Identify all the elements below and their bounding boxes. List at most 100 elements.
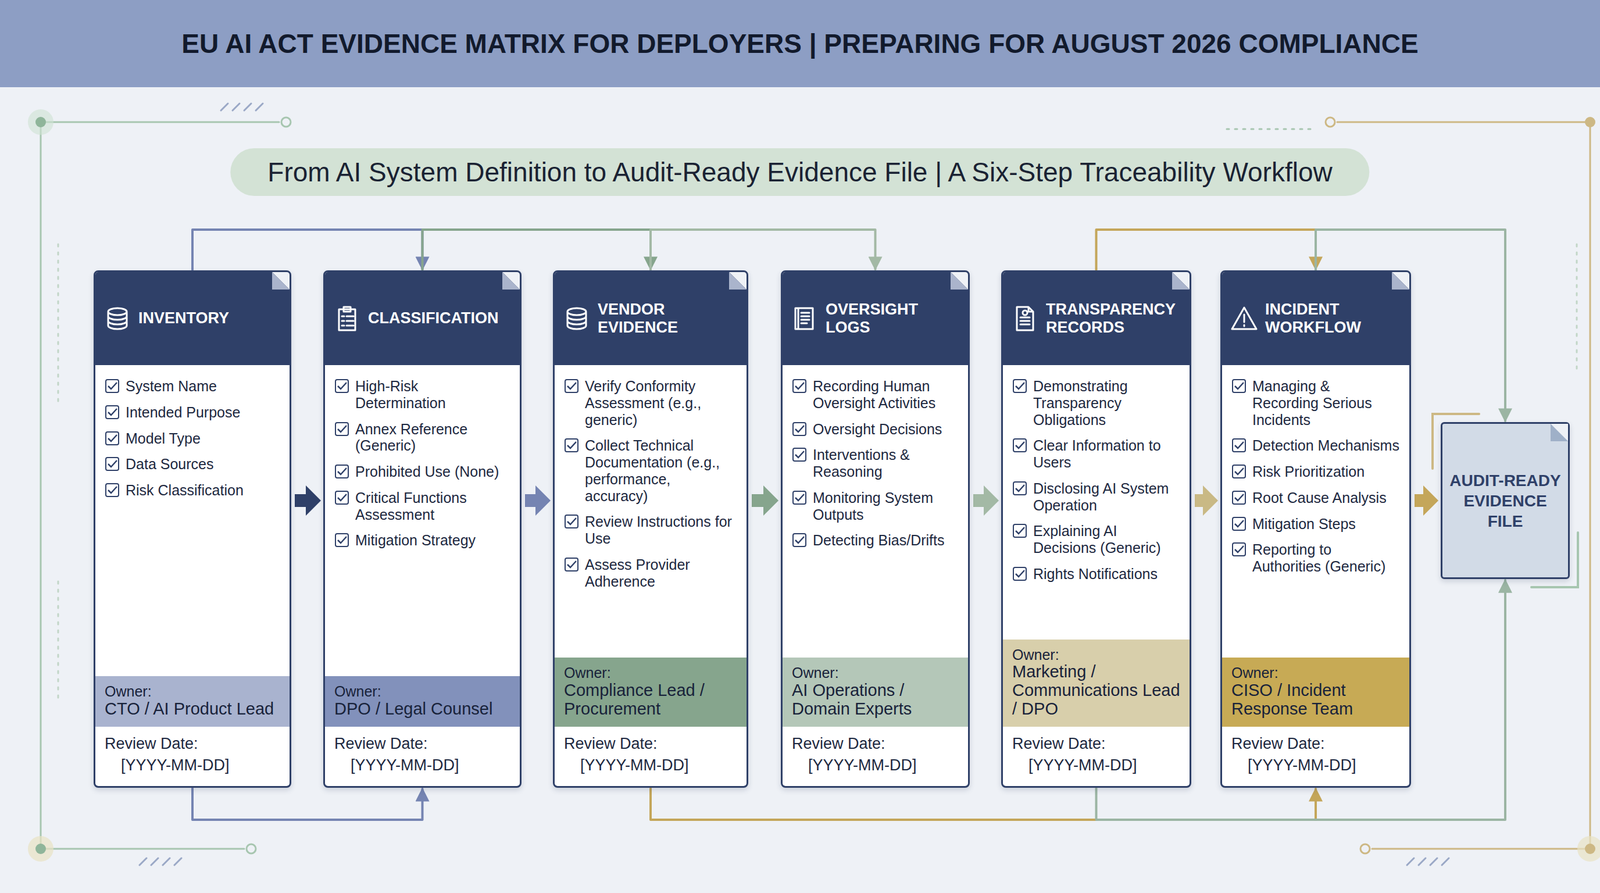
checkbox-icon — [334, 421, 350, 437]
checklist-item: Critical Functions Assessment — [334, 489, 511, 524]
owner-text: Owner: — [1012, 646, 1181, 664]
evidence-card: CLASSIFICATION High-Risk DeterminationAnn… — [323, 270, 522, 788]
checklist-item: Mitigation Strategy — [334, 531, 511, 549]
checkbox-icon — [334, 378, 350, 394]
item-text: Managing & Recording Serious Incidents — [1252, 377, 1400, 428]
card-header: OVERSIGHT LOGS — [782, 272, 969, 366]
owner-band: Owner:Marketing / Communications Lead / … — [1002, 639, 1190, 727]
checkbox-icon — [791, 447, 807, 463]
trace-line — [650, 229, 876, 270]
checkbox-icon — [334, 532, 350, 548]
header-icon — [333, 304, 362, 333]
folded-corner — [1172, 272, 1190, 290]
owner-text: Owner: — [791, 664, 959, 682]
owner-slot: Owner:CTO / AI Product Lead — [95, 676, 290, 727]
checklist: Recording Human Oversight ActivitiesOver… — [782, 365, 969, 658]
card-header: VENDOR EVIDENCE — [554, 272, 747, 366]
item-text: Review Instructions for Use — [584, 513, 738, 548]
folded-corner — [272, 272, 290, 290]
checkbox-icon — [1231, 516, 1247, 532]
item-text: Risk Classification — [125, 481, 244, 499]
review-text: [YYYY-MM-DD] — [334, 756, 511, 775]
title-band: EU AI ACT EVIDENCE MATRIX FOR DEPLOYERS … — [0, 0, 1600, 88]
owner-slot: Owner:DPO / Legal Counsel — [325, 676, 520, 727]
item-text: Detecting Bias/Drifts — [812, 531, 945, 549]
checkbox-icon — [1012, 523, 1028, 539]
card-title: CLASSIFICATION — [368, 309, 512, 328]
owner-text: Compliance Lead / Procurement — [563, 681, 738, 719]
owner-slot: Owner:AI Operations / Domain Experts — [782, 657, 969, 727]
subtitle-text: From AI System Definition to Audit-Ready… — [267, 156, 1332, 188]
checklist-item: Recording Human Oversight Activities — [791, 377, 959, 412]
evidence-card: INCIDENT WORKFLOW Managing & Recording Se… — [1220, 270, 1412, 788]
owner-band: Owner:CISO / Incident Response Team — [1222, 657, 1410, 727]
checklist-item: Demonstrating Transparency Obligations — [1012, 377, 1181, 428]
checkbox-icon — [1012, 566, 1028, 582]
checkbox-icon — [1231, 378, 1247, 394]
checkbox-icon — [104, 404, 120, 420]
checkbox-icon — [563, 378, 580, 394]
item-text: Clear Information to Users — [1033, 437, 1181, 471]
checklist-item: Collect Technical Documentation (e.g., p… — [563, 437, 738, 505]
checklist-item: Explaining AI Decisions (Generic) — [1012, 522, 1181, 557]
evidence-card: OVERSIGHT LOGSRecording Human Oversight … — [780, 270, 970, 788]
checkbox-icon — [1012, 480, 1028, 496]
review-area: Review Date:[YYYY-MM-DD] — [554, 726, 747, 787]
item-text: Mitigation Strategy — [355, 531, 476, 549]
card-title: INCIDENT WORKFLOW — [1265, 300, 1402, 337]
trace-line — [650, 788, 1316, 820]
review-text: Review Date: — [791, 734, 959, 753]
item-text: Critical Functions Assessment — [355, 489, 511, 524]
checklist-item: Rights Notifications — [1012, 565, 1181, 583]
card-title: INVENTORY — [138, 309, 282, 328]
checkbox-icon — [1231, 463, 1247, 480]
review-text: [YYYY-MM-DD] — [104, 756, 281, 775]
folded-corner — [950, 272, 969, 290]
card-header: CLASSIFICATION — [325, 272, 520, 366]
folded-corner — [1550, 423, 1569, 442]
review-area: Review Date: [YYYY-MM-DD] — [95, 726, 290, 787]
checklist-item: Verify Conformity Assessment (e.g., gene… — [563, 377, 738, 428]
checkbox-icon — [791, 532, 807, 548]
review-text: Review Date: — [104, 734, 281, 753]
trace-line — [192, 229, 423, 270]
item-text: Reporting to Authorities (Generic) — [1252, 541, 1400, 575]
checkbox-icon — [104, 456, 120, 472]
review-text: Review Date: — [1231, 734, 1400, 753]
checklist-item: System Name — [104, 377, 281, 395]
card-title: VENDOR EVIDENCE — [597, 300, 739, 337]
review-area: Review Date:[YYYY-MM-DD] — [782, 726, 969, 787]
checkbox-icon — [104, 378, 120, 394]
item-text: Explaining AI Decisions (Generic) — [1033, 522, 1181, 557]
checklist: Verify Conformity Assessment (e.g., gene… — [554, 365, 747, 658]
owner-text: Owner: — [104, 683, 281, 700]
review-area: Review Date: [YYYY-MM-DD] — [1222, 726, 1410, 787]
item-text: Recording Human Oversight Activities — [812, 377, 959, 412]
owner-text: Owner: — [563, 664, 738, 682]
review-text: [YYYY-MM-DD] — [1231, 756, 1400, 775]
review-area: Review Date:[YYYY-MM-DD] — [325, 726, 520, 787]
checklist-item: Annex Reference (Generic) — [334, 420, 511, 455]
review-text: [YYYY-MM-DD] — [1012, 756, 1181, 775]
checklist-item: Risk Prioritization — [1231, 463, 1400, 481]
evidence-card: INVENTORY System NameIntended PurposeMode… — [93, 270, 292, 788]
evidence-card: TRANSPARENCY RECORDSDemonstrating Transp… — [1001, 270, 1192, 788]
checklist-item: Risk Classification — [104, 481, 281, 499]
checklist-item: Oversight Decisions — [791, 420, 959, 438]
owner-text: DPO / Legal Counsel — [334, 700, 511, 719]
checklist: System NameIntended PurposeModel TypeDat… — [95, 365, 290, 677]
review-text: Review Date: — [1012, 734, 1181, 753]
checklist-item: Review Instructions for Use — [563, 513, 738, 548]
item-text: Verify Conformity Assessment (e.g., gene… — [584, 377, 738, 428]
item-text: Interventions & Reasoning — [812, 446, 959, 481]
checklist-item: High-Risk Determination — [334, 377, 511, 412]
item-text: Disclosing AI System Operation — [1033, 480, 1181, 514]
review-text: [YYYY-MM-DD] — [563, 756, 738, 775]
owner-slot: Owner:Marketing / Communications Lead / … — [1002, 639, 1190, 727]
checkbox-icon — [334, 490, 350, 506]
header-icon — [1230, 304, 1259, 333]
checkbox-icon — [563, 437, 580, 453]
item-text: Detection Mechanisms — [1252, 437, 1400, 455]
checklist-item: Detecting Bias/Drifts — [791, 531, 959, 549]
